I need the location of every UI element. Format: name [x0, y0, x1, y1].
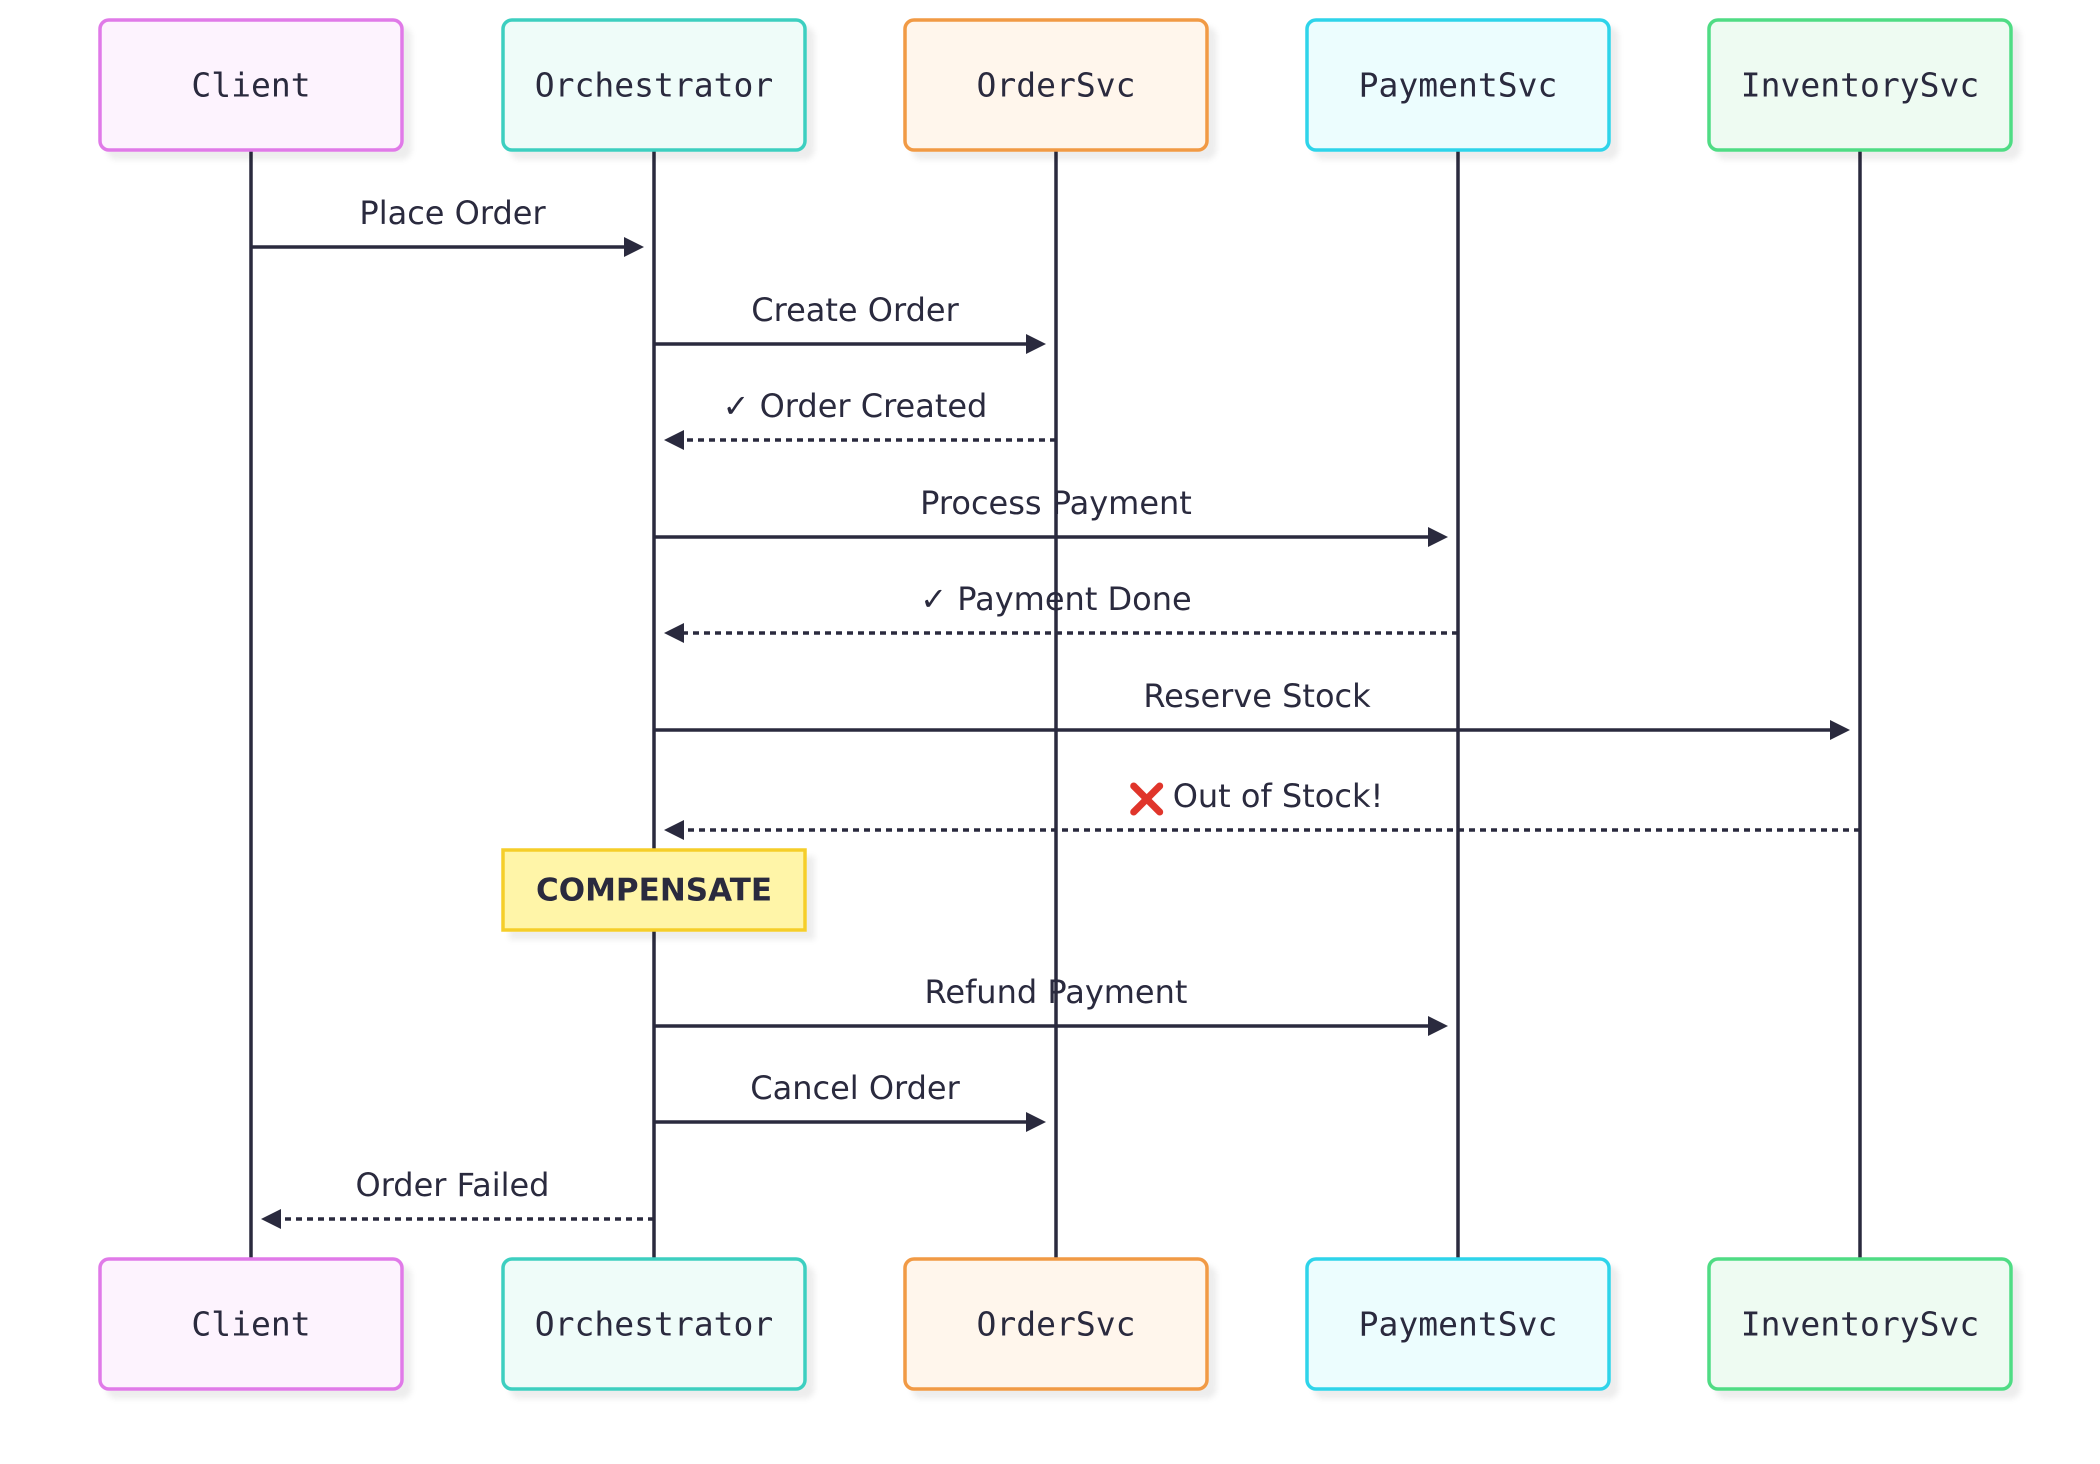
arrowhead [624, 237, 644, 257]
actor-label: OrderSvc [977, 66, 1136, 105]
message-order-created: ✓ Order Created [664, 387, 1056, 450]
message-create-order: Create Order [654, 291, 1046, 354]
message-order-failed: Order Failed [261, 1166, 654, 1229]
actor-box-client-bottom: Client [98, 1257, 404, 1391]
arrowhead [261, 1209, 281, 1229]
actor-box-ordersvc-top: OrderSvc [903, 18, 1209, 152]
actor-label: InventorySvc [1741, 66, 1979, 105]
message-label: Out of Stock! [1173, 777, 1384, 815]
actor-box-orchestrator-bottom: Orchestrator [501, 1257, 807, 1391]
message-label: Create Order [751, 291, 959, 329]
cross-mark-icon [1130, 782, 1164, 816]
message-label: Order Failed [356, 1166, 550, 1204]
arrowhead [1026, 1112, 1046, 1132]
actor-box-paymentsvc-bottom: PaymentSvc [1305, 1257, 1611, 1391]
arrowhead [664, 430, 684, 450]
message-reserve-stock: Reserve Stock [654, 677, 1850, 740]
arrowhead [1428, 1016, 1448, 1036]
actor-box-ordersvc-bottom: OrderSvc [903, 1257, 1209, 1391]
actor-label: OrderSvc [977, 1305, 1136, 1344]
message-refund-payment: Refund Payment [654, 973, 1448, 1036]
message-process-payment: Process Payment [654, 484, 1448, 547]
arrowhead [1026, 334, 1046, 354]
actor-box-client-top: Client [98, 18, 404, 152]
actor-label: InventorySvc [1741, 1305, 1979, 1344]
message-payment-done: ✓ Payment Done [664, 580, 1458, 643]
message-label: ✓ Order Created [723, 387, 988, 425]
arrowhead [664, 623, 684, 643]
arrowhead [1428, 527, 1448, 547]
message-label: Refund Payment [925, 973, 1188, 1011]
actor-box-inventorysvc-top: InventorySvc [1707, 18, 2013, 152]
message-label: Process Payment [920, 484, 1192, 522]
actor-label: PaymentSvc [1359, 66, 1558, 105]
message-label: Cancel Order [750, 1069, 960, 1107]
arrowhead [1830, 720, 1850, 740]
message-label: ✓ Payment Done [920, 580, 1191, 618]
actor-box-inventorysvc-bottom: InventorySvc [1707, 1257, 2013, 1391]
message-label: Place Order [359, 194, 546, 232]
actor-label: Client [191, 66, 310, 105]
actor-label: Orchestrator [535, 66, 773, 105]
note-label: COMPENSATE [536, 873, 772, 909]
actor-box-paymentsvc-top: PaymentSvc [1305, 18, 1611, 152]
message-cancel-order: Cancel Order [654, 1069, 1046, 1132]
message-label: Reserve Stock [1143, 677, 1371, 715]
actor-box-orchestrator-top: Orchestrator [501, 18, 807, 152]
actor-label: Client [191, 1305, 310, 1344]
note-compensate: COMPENSATE [501, 848, 807, 932]
actor-label: PaymentSvc [1359, 1305, 1558, 1344]
message-place-order: Place Order [251, 194, 644, 257]
arrowhead [664, 820, 684, 840]
message-out-of-stock: Out of Stock! [664, 777, 1860, 840]
actor-label: Orchestrator [535, 1305, 773, 1344]
